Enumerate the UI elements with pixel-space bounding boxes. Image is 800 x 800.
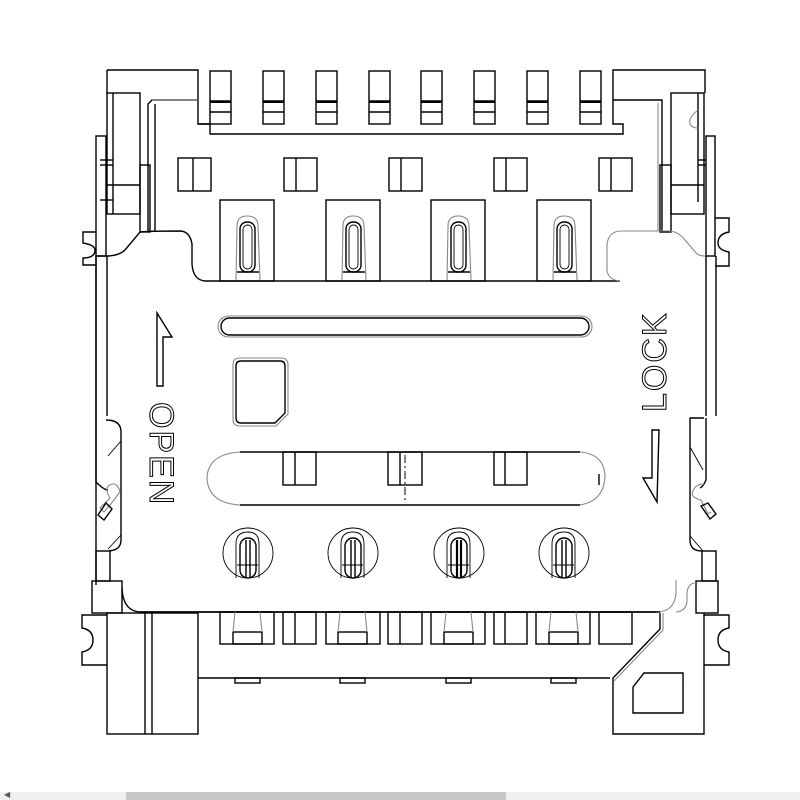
open-indicator: OPEN	[142, 310, 181, 507]
open-label: OPEN	[142, 402, 180, 506]
left-latch	[91, 416, 123, 614]
top-windows	[177, 157, 633, 192]
contact	[327, 527, 379, 579]
solder-tail	[209, 70, 232, 125]
solder-tail	[262, 70, 285, 125]
right-latch	[675, 417, 719, 614]
top-contacts	[219, 199, 592, 282]
contact	[433, 527, 485, 579]
arrow-down-icon	[641, 429, 660, 505]
contact	[219, 199, 275, 282]
solder-tail	[420, 70, 443, 125]
solder-tail	[579, 70, 602, 125]
lock-indicator: LOCK	[636, 311, 675, 505]
solder-tail	[315, 70, 338, 125]
contact	[430, 199, 486, 282]
horizontal-scrollbar[interactable]: ◀	[0, 790, 800, 800]
long-slot	[217, 315, 593, 338]
scroll-left-arrow-icon[interactable]: ◀	[4, 790, 11, 799]
arrow-up-icon	[156, 310, 174, 387]
solder-tail	[368, 70, 391, 125]
contact	[536, 199, 592, 282]
metal-cover	[95, 230, 717, 613]
contact	[222, 527, 274, 579]
bottom-contacts	[222, 527, 590, 579]
top-solder-tails	[209, 70, 602, 125]
card-window	[232, 357, 289, 427]
solder-tail	[526, 70, 549, 125]
solder-tail	[473, 70, 496, 125]
scrollbar-thumb[interactable]	[126, 792, 506, 800]
lock-label: LOCK	[636, 311, 674, 412]
contact	[538, 527, 590, 579]
bottom-frame	[81, 611, 730, 735]
contact	[325, 199, 381, 282]
slot-track	[206, 451, 606, 506]
